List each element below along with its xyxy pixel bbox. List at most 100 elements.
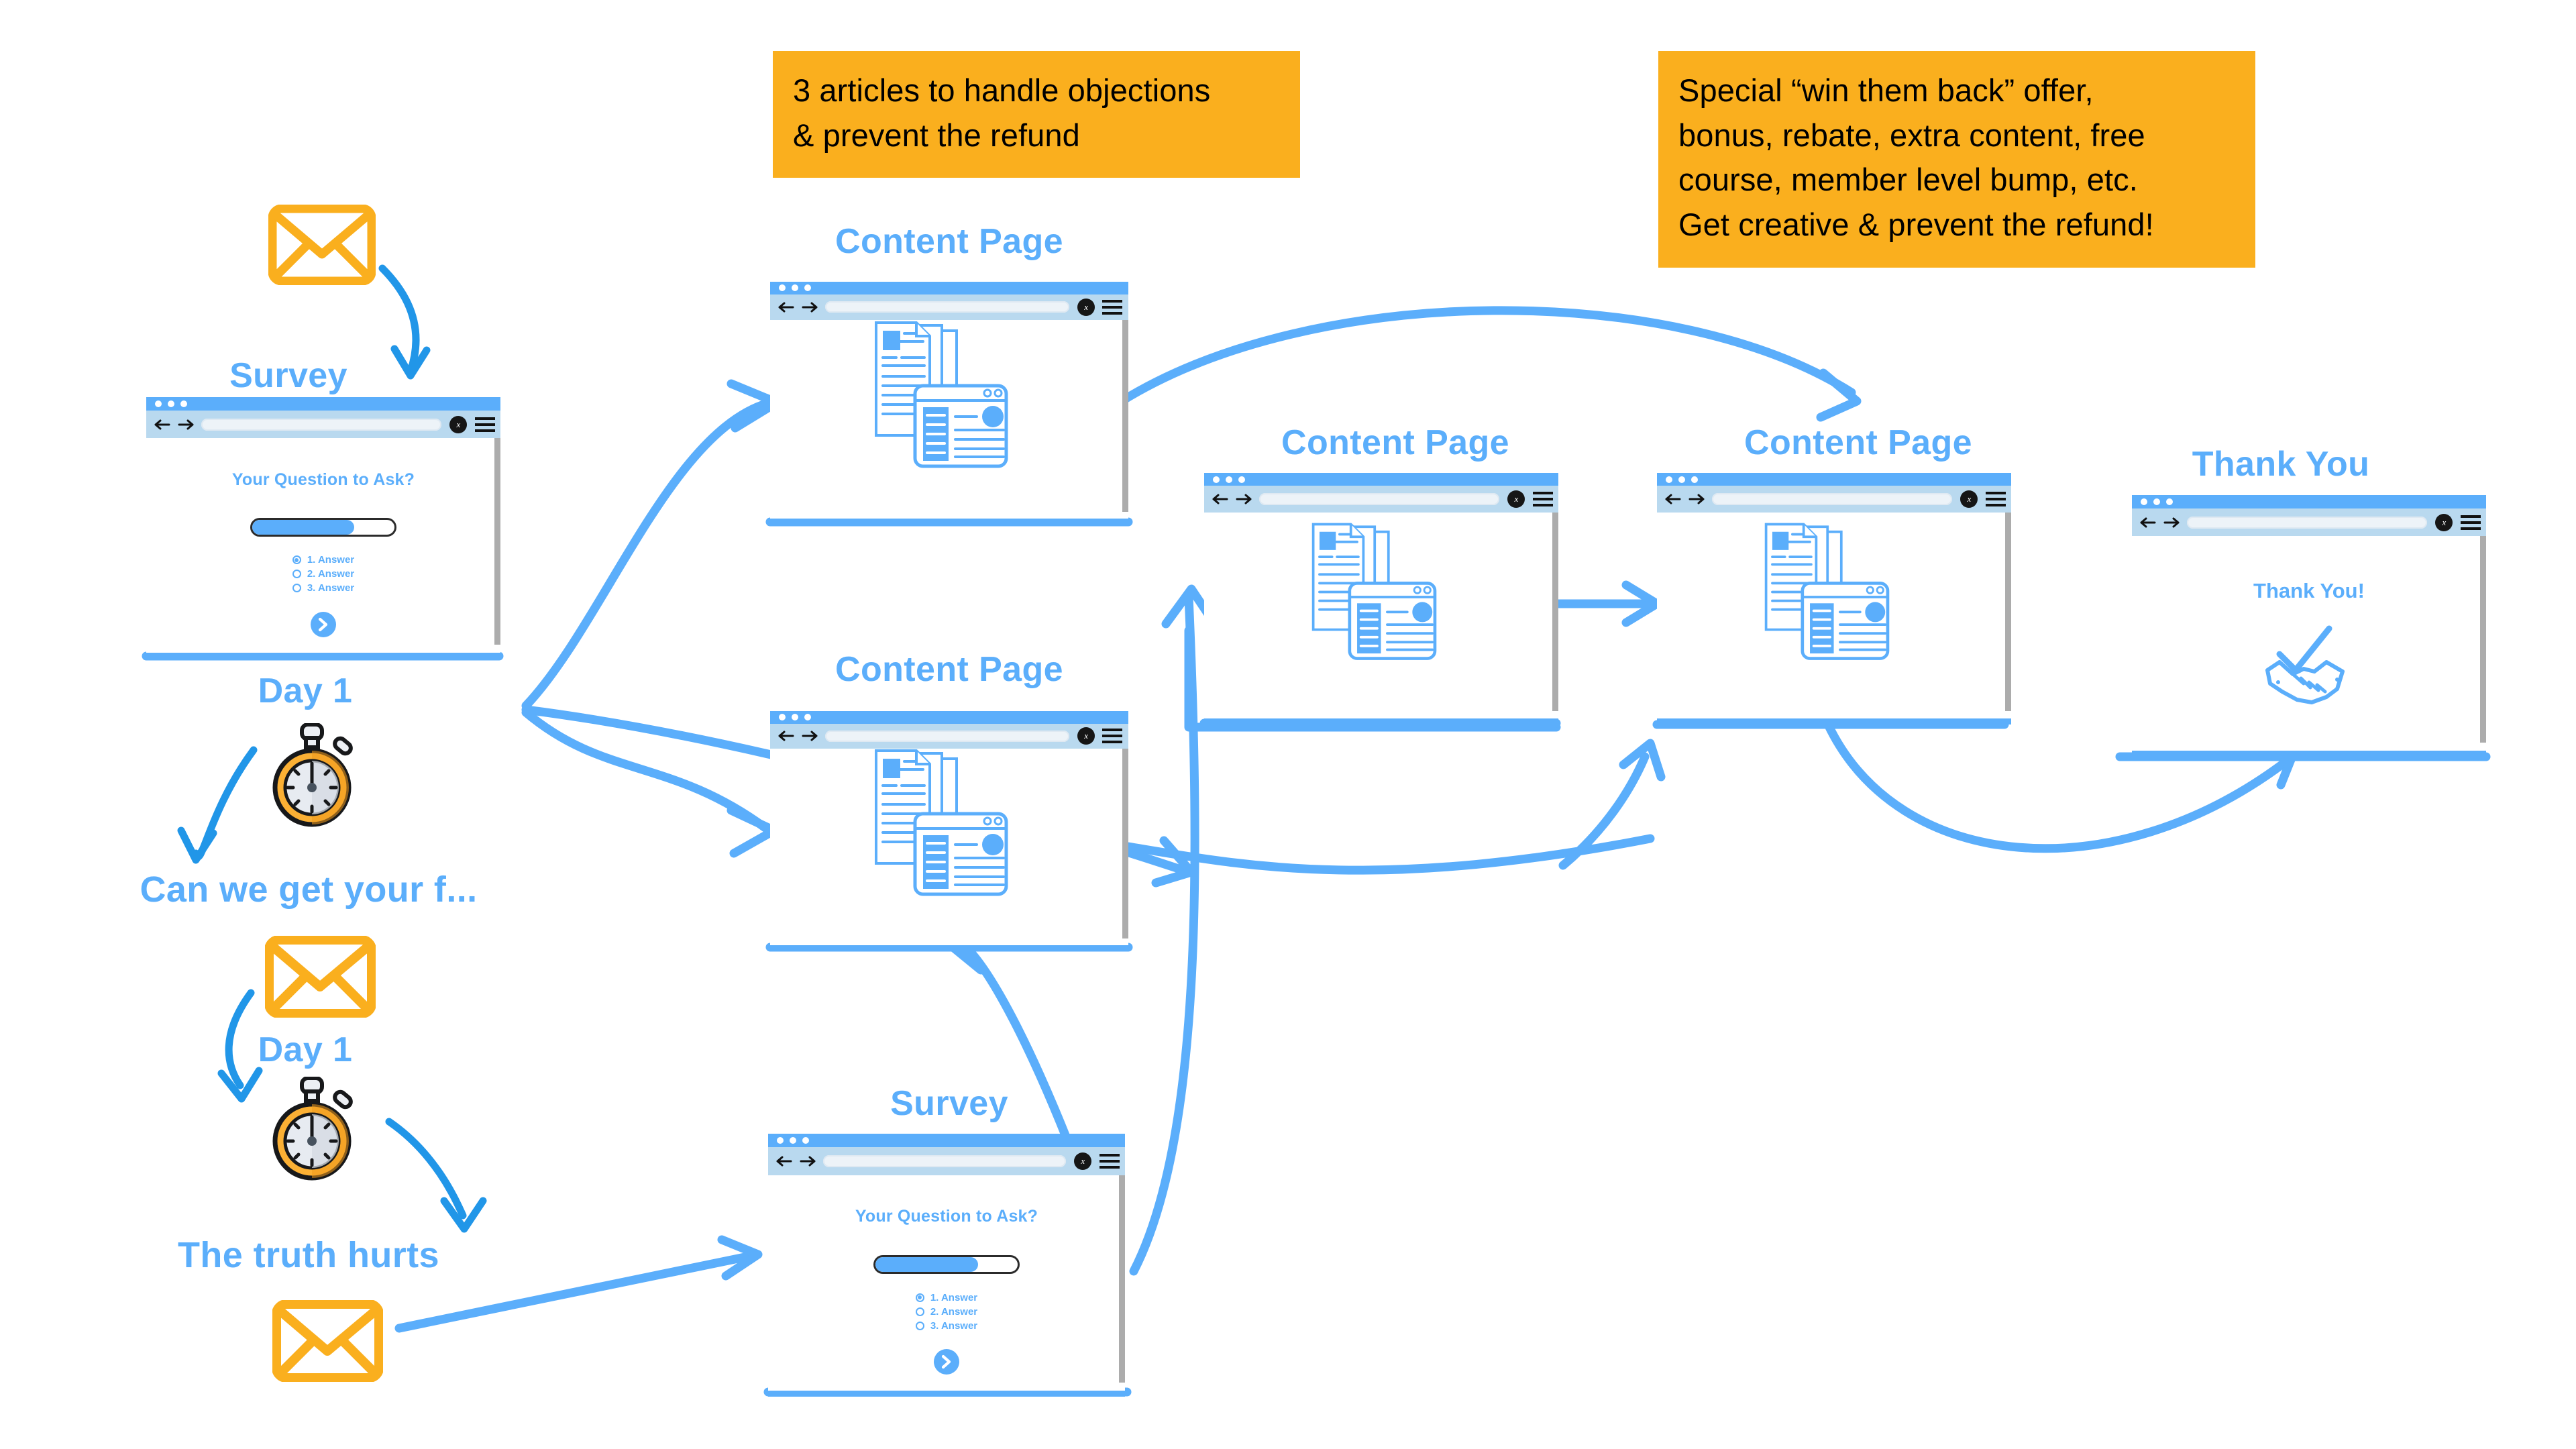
window-titlebar: [1204, 473, 1558, 486]
radio-icon[interactable]: [915, 1321, 924, 1330]
vertical-scrollbar[interactable]: [494, 438, 500, 645]
delay-label-day1-b: Day 1: [258, 1030, 353, 1069]
traffic-light-dot: [791, 714, 798, 721]
survey-question: Your Question to Ask?: [855, 1207, 1038, 1226]
thankyou-heading: Thank You!: [2253, 578, 2365, 602]
hamburger-menu-icon[interactable]: [1102, 299, 1123, 315]
window-content-1[interactable]: x: [770, 282, 1128, 525]
browser-toolbar: x: [1204, 486, 1558, 513]
window-baseline: [1204, 718, 1558, 724]
window-content-2[interactable]: x: [770, 711, 1128, 951]
radio-icon[interactable]: [292, 584, 301, 593]
traffic-light-dot: [2165, 498, 2173, 506]
survey-answer-option[interactable]: 2. Answer: [915, 1306, 977, 1318]
window-titlebar: [2132, 495, 2486, 509]
address-bar[interactable]: [201, 418, 442, 431]
window-thankyou[interactable]: x Thank You!: [2132, 495, 2486, 757]
nav-arrows[interactable]: [776, 1156, 816, 1167]
nav-arrows[interactable]: [154, 419, 194, 430]
address-bar[interactable]: [825, 730, 1069, 742]
node-title-survey-bottom: Survey: [890, 1084, 1008, 1123]
envelope-icon[interactable]: [264, 935, 376, 1018]
callout-articles: 3 articles to handle objections & preven…: [773, 51, 1300, 178]
close-icon[interactable]: x: [2435, 513, 2453, 531]
survey-next-button[interactable]: [311, 611, 336, 637]
survey-answer-list: 1. Answer 2. Answer 3. Answer: [915, 1291, 978, 1332]
nav-arrows[interactable]: [1665, 494, 1705, 504]
vertical-scrollbar[interactable]: [2480, 536, 2486, 743]
arrow-survey-to-content1: [521, 379, 782, 710]
arrow-content1-arc-to-content4: [1117, 306, 1862, 422]
traffic-light-dot: [180, 400, 187, 408]
hamburger-menu-icon[interactable]: [1102, 729, 1123, 744]
window-viewport: [1657, 512, 2011, 712]
radio-icon[interactable]: [915, 1307, 924, 1316]
chevron-right-icon: [318, 617, 328, 631]
window-titlebar: [768, 1134, 1125, 1148]
callout-articles-line-2: & prevent the refund: [793, 117, 1080, 153]
radio-selected-icon[interactable]: [292, 555, 301, 565]
vertical-scrollbar[interactable]: [1122, 319, 1128, 512]
vertical-scrollbar[interactable]: [1122, 749, 1128, 938]
traffic-light-dot: [802, 1137, 809, 1144]
callout-winback: Special “win them back” offer, bonus, re…: [1658, 51, 2255, 268]
back-arrow-icon: [776, 1156, 792, 1167]
window-content-3[interactable]: x: [1204, 473, 1558, 724]
survey-answer-option[interactable]: 1. Answer: [292, 554, 354, 566]
window-survey-bottom[interactable]: x Your Question to Ask? 1. Answer 2. Ans…: [768, 1134, 1125, 1397]
documents-stack-icon: [1764, 523, 1889, 660]
traffic-light-dot: [1238, 476, 1245, 483]
nav-arrows[interactable]: [778, 731, 818, 741]
close-icon[interactable]: x: [1960, 490, 1978, 508]
close-icon[interactable]: x: [449, 415, 468, 433]
nav-arrows[interactable]: [778, 302, 818, 313]
hamburger-menu-icon[interactable]: [1532, 492, 1553, 507]
traffic-light-dot: [1678, 476, 1685, 483]
envelope-icon[interactable]: [268, 204, 376, 286]
vertical-scrollbar[interactable]: [2005, 512, 2011, 712]
survey-answer-option[interactable]: 3. Answer: [915, 1320, 977, 1332]
forward-arrow-icon: [802, 302, 818, 313]
forward-arrow-icon: [2163, 517, 2180, 528]
address-bar[interactable]: [2186, 516, 2428, 529]
hamburger-menu-icon[interactable]: [1099, 1153, 1120, 1169]
radio-selected-icon[interactable]: [915, 1293, 924, 1302]
back-arrow-icon: [154, 419, 170, 430]
address-bar[interactable]: [1711, 493, 1953, 506]
traffic-light-dot: [2140, 498, 2147, 506]
close-icon[interactable]: x: [1077, 727, 1095, 745]
hamburger-menu-icon[interactable]: [2460, 515, 2481, 530]
close-icon[interactable]: x: [1074, 1152, 1092, 1170]
hamburger-menu-icon[interactable]: [474, 417, 495, 432]
survey-question: Your Question to Ask?: [231, 470, 415, 489]
arrow-contentlower-to-content2: [1124, 834, 1655, 875]
node-title-thankyou: Thank You: [2192, 445, 2370, 484]
address-bar[interactable]: [822, 1155, 1066, 1168]
forward-arrow-icon: [802, 731, 818, 741]
window-content-4[interactable]: x: [1657, 473, 2011, 724]
survey-answer-option[interactable]: 2. Answer: [292, 568, 354, 580]
envelope-icon[interactable]: [272, 1299, 384, 1383]
chevron-right-icon: [941, 1355, 951, 1369]
address-bar[interactable]: [825, 301, 1069, 313]
vertical-scrollbar[interactable]: [1552, 512, 1558, 712]
survey-answer-option[interactable]: 1. Answer: [915, 1291, 978, 1303]
vertical-scrollbar[interactable]: [1119, 1175, 1125, 1383]
survey-next-button[interactable]: [934, 1349, 959, 1375]
survey-answer-list: 1. Answer 2. Answer 3. Answer: [292, 554, 354, 594]
address-bar[interactable]: [1258, 493, 1500, 506]
survey-answer-option[interactable]: 3. Answer: [292, 582, 354, 594]
radio-icon[interactable]: [292, 570, 301, 579]
answer-label: 1. Answer: [930, 1291, 978, 1303]
answer-label: 2. Answer: [307, 568, 355, 580]
hamburger-menu-icon[interactable]: [1985, 492, 2006, 507]
window-titlebar: [146, 397, 500, 411]
nav-arrows[interactable]: [2140, 517, 2180, 528]
nav-arrows[interactable]: [1212, 494, 1252, 504]
close-icon[interactable]: x: [1077, 298, 1095, 316]
back-arrow-icon: [778, 731, 794, 741]
survey-progress-input[interactable]: [873, 1254, 1020, 1274]
window-survey-top[interactable]: x Your Question to Ask? 1. Answer 2. Ans…: [146, 397, 500, 659]
close-icon[interactable]: x: [1507, 490, 1525, 508]
survey-progress-input[interactable]: [250, 517, 396, 537]
